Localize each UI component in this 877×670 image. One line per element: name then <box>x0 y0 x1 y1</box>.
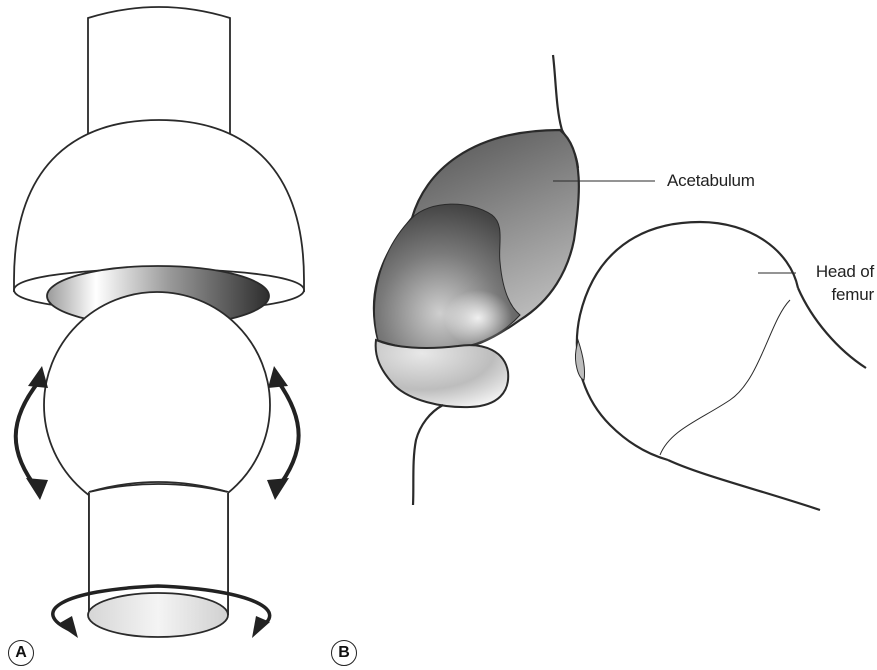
right-arc-arrow <box>276 380 299 490</box>
anatomical-view <box>374 55 866 510</box>
panel-b-tag: B <box>331 640 357 666</box>
panel-a-tag: A <box>8 640 34 666</box>
ball-socket-model <box>14 7 304 637</box>
femoral-neck-lower <box>668 460 820 510</box>
shaft-base <box>88 593 228 637</box>
pelvis-lower-line <box>413 405 443 505</box>
head-of-femur-label-line2: femur <box>796 285 874 305</box>
acetabulum-label: Acetabulum <box>667 171 755 191</box>
head-of-femur-label-line1: Head of <box>796 262 874 282</box>
femoral-head <box>577 222 798 460</box>
acetabular-lobe <box>376 340 509 407</box>
left-arc-arrow <box>16 380 40 490</box>
